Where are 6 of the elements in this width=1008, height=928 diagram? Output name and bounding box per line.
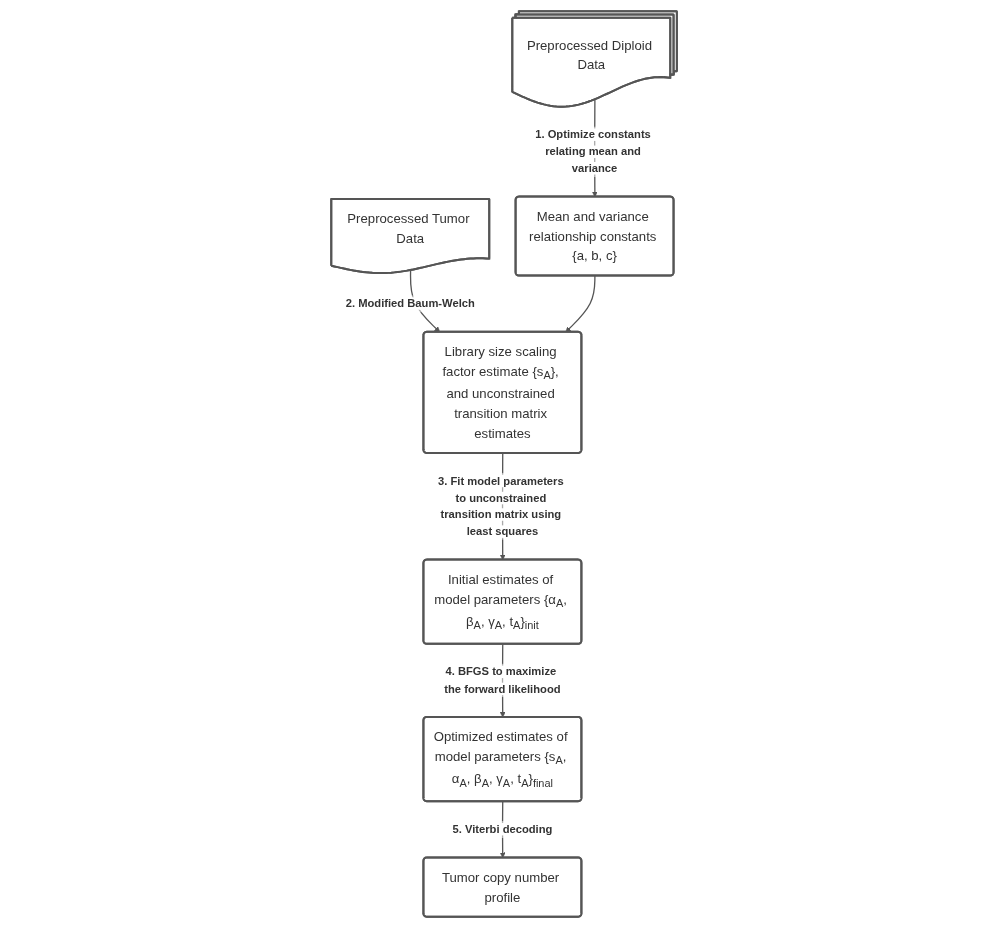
edge-label: 2. Modified Baum-Welch [345, 297, 475, 310]
edge-label: 5. Viterbi decoding [452, 822, 553, 836]
edge-label: 4. BFGS to maximize the forward likelihood [444, 665, 561, 695]
edge-label: 1. Optimize constants relating mean and variance [535, 128, 651, 175]
edge-label: 3. Fit model parameters to unconstrained transition matrix using least squares [437, 474, 564, 538]
arrow [565, 275, 596, 333]
